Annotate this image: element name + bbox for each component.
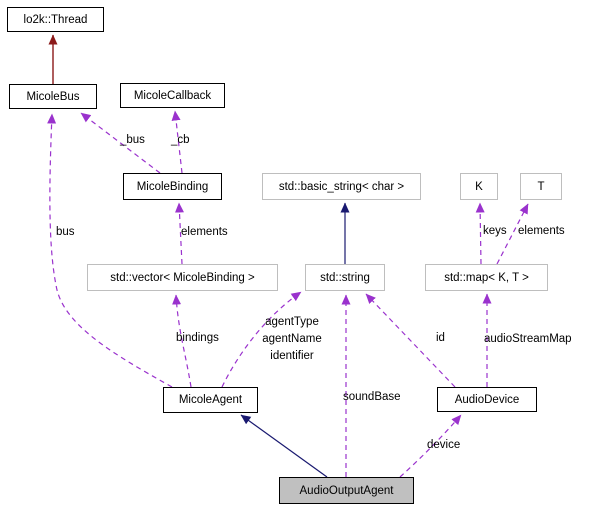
edge-audiodevice-string [365,293,456,388]
edge-label-id: id [436,332,445,344]
node-template-t: T [520,173,562,200]
edge-agent-bindings [172,294,192,388]
edge-label-cb-member: _cb [171,134,190,146]
node-micolebus[interactable]: MicoleBus [9,84,97,109]
edge-label-agent-string-members: agentType agentName identifier [254,314,330,365]
edge-audiooutputagent-micoleagent [240,414,328,478]
edge-label-soundbase: soundBase [343,391,401,403]
node-micolebinding[interactable]: MicoleBinding [123,173,222,200]
edge-binding-bus [80,112,161,174]
edge-label-vector-elements: elements [181,226,228,238]
node-audiodevice[interactable]: AudioDevice [437,387,537,412]
edge-label-identifier: identifier [270,350,314,362]
edge-label-bus: bus [56,226,75,238]
edge-label-bindings: bindings [176,332,219,344]
node-template-k: K [460,173,498,200]
edge-agent-bus [47,113,173,388]
edge-label-agenttype: agentType [265,316,319,328]
edge-label-device: device [427,439,461,451]
edge-map-k [475,202,485,265]
edge-label-map-elements: elements [518,225,565,237]
edge-label-agentname: agentName [262,333,322,345]
node-audiooutputagent: AudioOutputAgent [279,477,414,504]
edge-label-bus-member: _bus [120,134,145,146]
node-micoleagent[interactable]: MicoleAgent [163,387,258,413]
node-std-basic-string: std::basic_string< char > [262,173,421,200]
node-micolecallback[interactable]: MicoleCallback [120,83,225,108]
node-lo2k-thread[interactable]: lo2k::Thread [7,7,104,32]
edge-binding-cb [171,110,183,174]
node-std-string: std::string [305,264,385,291]
edge-vector-binding [174,202,184,265]
node-std-map: std::map< K, T > [425,264,548,291]
node-std-vector: std::vector< MicoleBinding > [87,264,278,291]
edge-label-audiostreammap: audioStreamMap [484,333,572,345]
edge-label-keys: keys [483,225,507,237]
edge-agent-string [221,291,302,388]
edge-map-t [496,203,529,265]
